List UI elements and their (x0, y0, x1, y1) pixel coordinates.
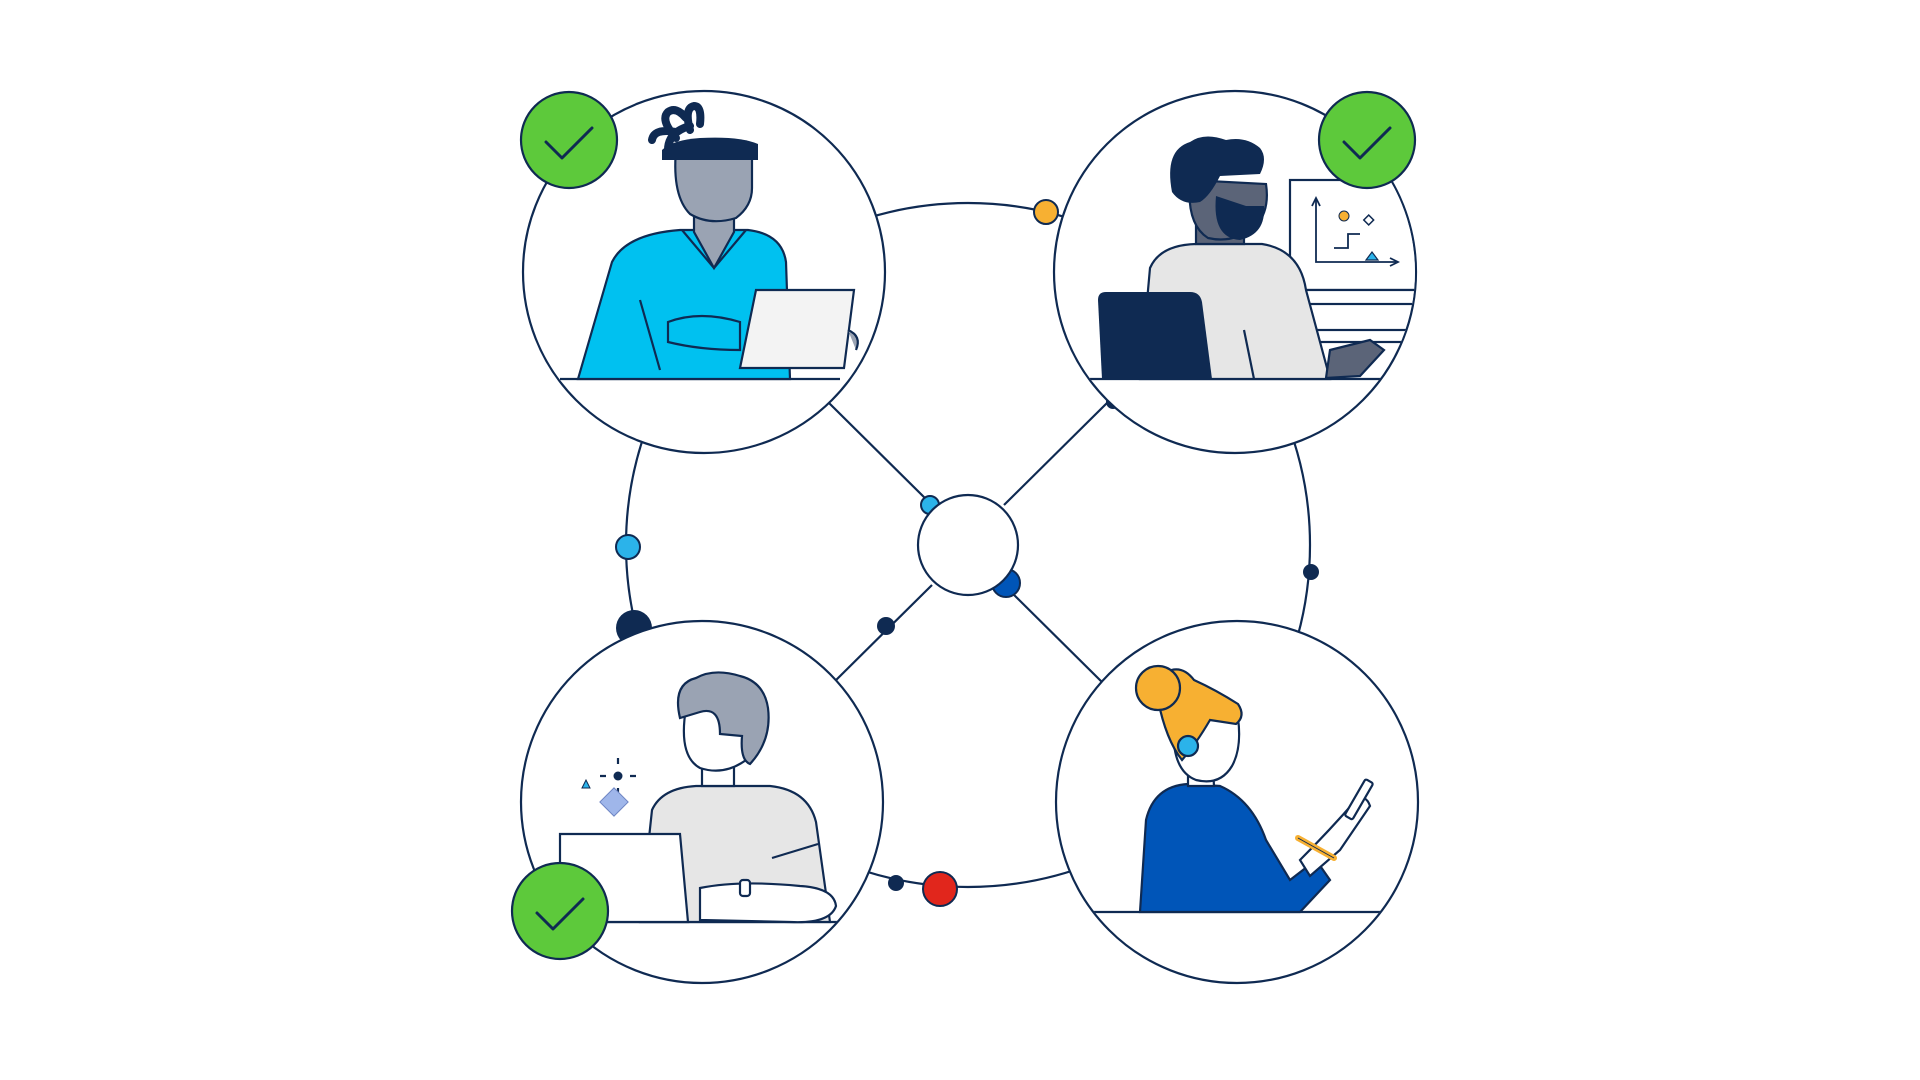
check-icon (544, 126, 594, 160)
person-bottom-left (510, 619, 885, 985)
node-dot-cyan-ring (615, 534, 641, 560)
spoke-bottom-right (1003, 584, 1109, 689)
check-badge (510, 861, 610, 961)
check-icon (1342, 126, 1392, 160)
person-top-left (519, 89, 887, 455)
node-dot-orange-ring (1033, 199, 1059, 225)
check-icon (535, 897, 585, 931)
sparkle-icon (581, 758, 636, 817)
node-dot-navy-ring-bottom (888, 875, 904, 891)
phone (1344, 778, 1374, 821)
spoke-bottom-left (827, 584, 933, 689)
person-bottom-right (1054, 619, 1420, 985)
laptop (1098, 292, 1212, 379)
check-badge (519, 90, 619, 190)
laptop (738, 288, 856, 370)
node-dot-navy-ring-right (1303, 564, 1319, 580)
check-badge (1317, 90, 1417, 190)
node-dot-navy-spoke (877, 617, 895, 635)
center-hub (916, 493, 1020, 597)
spoke-top-right (1003, 401, 1109, 506)
node-dot-red-ring (922, 871, 958, 907)
person-top-right (1052, 89, 1418, 455)
spoke-top-left (827, 401, 933, 506)
earring (1176, 734, 1200, 758)
